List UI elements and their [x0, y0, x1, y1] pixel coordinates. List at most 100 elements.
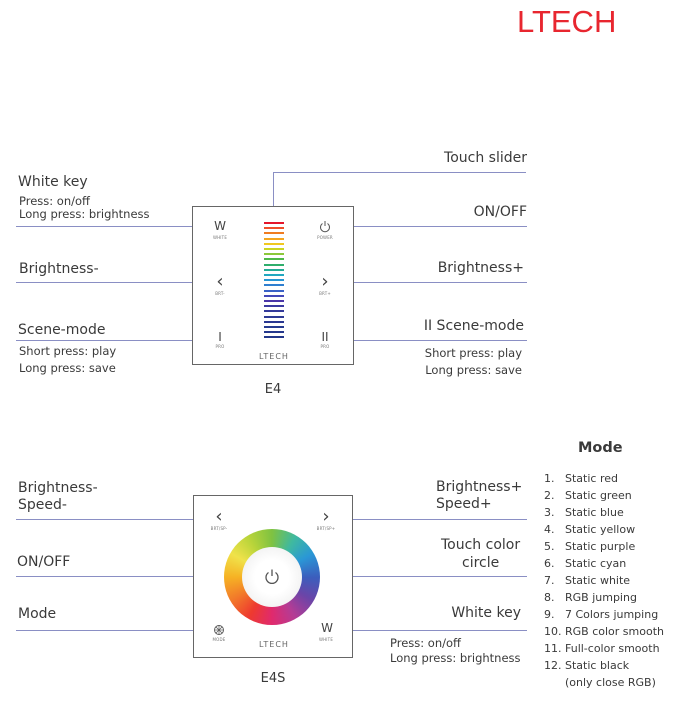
brightness-speed-minus-button[interactable]: ‹ [215, 506, 223, 527]
mode-number: 4. [544, 523, 555, 536]
mode-label: (only close RGB) [565, 676, 656, 689]
leader-touch-slider [273, 172, 526, 173]
panel-brand: LTECH [259, 352, 289, 361]
brightness-speed-plus-button[interactable]: › [322, 506, 330, 527]
scene-play-button[interactable]: I [218, 330, 222, 344]
speed-minus-label: Speed- [18, 497, 67, 513]
slider-segment[interactable] [264, 248, 284, 250]
color-circle-inner [242, 547, 302, 607]
slider-segment[interactable] [264, 289, 284, 292]
brightness-minus-button[interactable]: ‹ [216, 271, 224, 292]
mode-list-item: 3. Static blue [544, 504, 664, 521]
white-key-desc: Long press: brightness [19, 207, 150, 221]
mode-label: Static black [565, 659, 630, 672]
slider-segment[interactable] [264, 263, 284, 266]
touch-slider-label: Touch slider [444, 150, 527, 166]
white-key-desc: Press: on/off [19, 194, 90, 208]
leader-scene-left [16, 340, 206, 341]
mode-label: Static red [565, 472, 618, 485]
slider-segment[interactable] [264, 305, 284, 308]
slider-segment[interactable] [264, 227, 284, 230]
slider-segment[interactable] [264, 242, 284, 245]
mode-label: Static purple [565, 540, 636, 553]
leader-touch-circle [332, 576, 527, 577]
slider-segment[interactable] [264, 222, 284, 224]
leader-on-off [344, 226, 527, 227]
white-key-button[interactable]: W [214, 219, 226, 233]
power-icon[interactable] [319, 220, 331, 233]
scene-left-desc: Short press: play [19, 344, 117, 358]
slider-segment[interactable] [264, 274, 284, 276]
slider-segment[interactable] [264, 232, 284, 235]
e4s-caption: E4S [260, 671, 286, 686]
mode-list-item: 10.RGB color smooth [544, 623, 664, 640]
mode-number: 1. [544, 472, 555, 485]
mode-list-item: 2.Static green [544, 487, 664, 504]
mode-number: 5. [544, 540, 555, 553]
leader-touch-slider-vertical [273, 172, 274, 214]
slider-segment[interactable] [264, 310, 284, 313]
brightness-plus-label: Brightness+ [437, 260, 524, 276]
leader-scene-right [344, 340, 527, 341]
mode-list-item: 5. Static purple [544, 538, 664, 555]
scene-pause-button[interactable]: II [321, 330, 329, 344]
leader-white-key [341, 630, 527, 631]
slider-segment[interactable] [264, 253, 284, 256]
white-key-button[interactable]: W [321, 621, 333, 635]
leader-brightness-minus [16, 282, 206, 283]
mode-number: 11. [544, 642, 562, 655]
leader-brightness-speed-minus [16, 519, 206, 520]
mode-number: 3. [544, 506, 555, 519]
leader-brightness-plus [344, 282, 527, 283]
mode-list-item: 4.Static yellow [544, 521, 664, 538]
mode-number: 6. [544, 557, 555, 570]
brightness-plus-label: Brightness+ [436, 479, 523, 495]
mode-sublabel: MODE [212, 637, 226, 642]
white-key-sublabel: WHITE [212, 235, 228, 240]
slider-segment[interactable] [264, 237, 284, 240]
slider-segment[interactable] [264, 300, 284, 302]
mode-label: Static blue [565, 506, 624, 519]
mode-label: Static cyan [565, 557, 627, 570]
slider-segment[interactable] [264, 315, 284, 318]
scene-mode-left-label: Scene-mode [18, 322, 106, 338]
mode-number: 9. [544, 608, 555, 621]
brightness-minus-label: Brightness- [19, 261, 99, 277]
ltech-logo: LTECH [517, 4, 617, 39]
mode-list-item: 6. Static cyan [544, 555, 664, 572]
mode-icon[interactable] [213, 624, 225, 636]
mode-label: Full-color smooth [565, 642, 660, 655]
brightness-minus-sublabel: BRT- [215, 291, 225, 296]
leader-brightness-speed-plus [341, 519, 527, 520]
panel-brand: LTECH [259, 640, 289, 649]
touch-color-label: circle [462, 555, 500, 571]
on-off-label: ON/OFF [473, 204, 527, 220]
slider-segment[interactable] [264, 326, 284, 328]
slider-segment[interactable] [264, 258, 284, 261]
mode-list-item: 12.Static black [544, 657, 664, 674]
mode-label: Static green [565, 489, 632, 502]
slider-segment[interactable] [264, 336, 284, 339]
scene-right-desc: Long press: save [425, 363, 522, 377]
scene-pause-sublabel: PRO [320, 344, 330, 349]
slider-segment[interactable] [264, 284, 284, 287]
slider-segment[interactable] [264, 268, 284, 271]
power-icon[interactable] [264, 568, 280, 585]
brightness-plus-button[interactable]: › [321, 271, 329, 292]
scene-play-sublabel: PRO [215, 344, 225, 349]
mode-list: 1. Static red 2.Static green 3. Static blue 4… [544, 470, 664, 691]
slider-segment[interactable] [264, 331, 284, 334]
mode-number: 12. [544, 659, 562, 672]
white-key-label: White key [18, 174, 88, 190]
leader-white-key [16, 226, 206, 227]
white-key-desc: Long press: brightness [390, 651, 521, 665]
slider-segment[interactable] [264, 320, 284, 323]
slider-segment[interactable] [264, 294, 284, 297]
scene-left-desc: Long press: save [19, 361, 116, 375]
mode-number: 7. [544, 574, 555, 587]
mode-list-item: 1. Static red [544, 470, 664, 487]
slider-segment[interactable] [264, 279, 284, 282]
white-key-desc: Press: on/off [390, 636, 461, 650]
mode-list-title: Mode [578, 440, 623, 456]
mode-number: 10. [544, 625, 562, 638]
